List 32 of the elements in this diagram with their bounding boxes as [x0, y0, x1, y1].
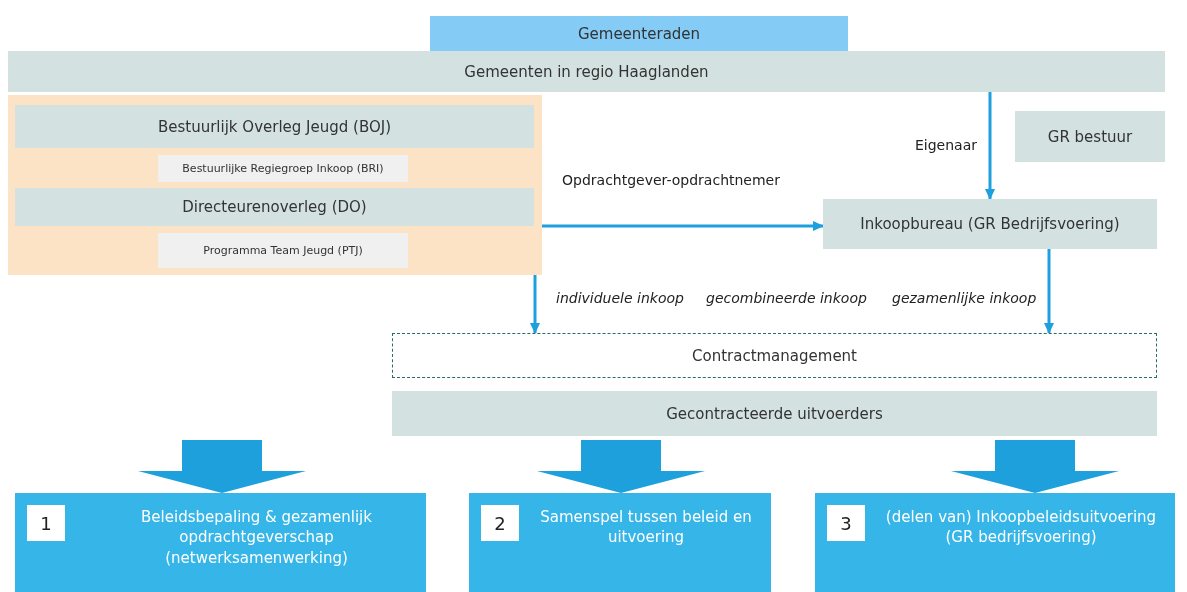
- dashed-box: Contractmanagement: [392, 333, 1157, 378]
- step-number: 3: [827, 505, 865, 541]
- arrow: [985, 92, 995, 200]
- outcome-box: [15, 493, 426, 592]
- edge-label: gezamenlijke inkoop: [890, 290, 1039, 306]
- edge-label: individuele inkoop: [554, 290, 686, 306]
- process-box: Programma Team Jeugd (PTJ): [158, 233, 408, 268]
- edge-label: Eigenaar: [913, 137, 980, 153]
- step-description: Samenspel tussen beleid en uitvoering: [539, 507, 753, 548]
- group-panel: [8, 95, 542, 275]
- block-arrow: [138, 440, 306, 493]
- block-arrow: [951, 440, 1119, 493]
- process-box: Bestuurlijke Regiegroep Inkoop (BRI): [158, 155, 408, 182]
- flow-label: gecombineerde inkoop: [704, 290, 869, 306]
- arrow: [530, 275, 540, 334]
- process-box: GR bestuur: [1015, 111, 1165, 162]
- arrow: [542, 221, 824, 231]
- arrow: [1044, 249, 1054, 334]
- step-number: 1: [27, 505, 65, 541]
- block-arrow: [537, 440, 705, 493]
- step-description: Beleidsbepaling & gezamenlijk opdrachtgeverschap (netwerksamenwerking): [140, 507, 373, 568]
- step-description: (delen van) Inkoopbeleidsuitvoering (GR bedrijfsvoering): [884, 507, 1158, 548]
- outcome-box: [815, 493, 1175, 592]
- outcome-box: [469, 493, 771, 592]
- process-box: Directeurenoverleg (DO): [15, 188, 534, 226]
- edge-label: Opdrachtgever-opdrachtnemer: [560, 172, 782, 188]
- header-bar: Gemeenteraden: [430, 16, 848, 51]
- process-box: Gecontracteerde uitvoerders: [392, 391, 1157, 436]
- step-number: 2: [481, 505, 519, 541]
- process-box: Bestuurlijk Overleg Jeugd (BOJ): [15, 105, 534, 148]
- process-box: Inkoopbureau (GR Bedrijfsvoering): [823, 199, 1157, 249]
- region-bar: Gemeenten in regio Haaglanden: [8, 51, 1165, 92]
